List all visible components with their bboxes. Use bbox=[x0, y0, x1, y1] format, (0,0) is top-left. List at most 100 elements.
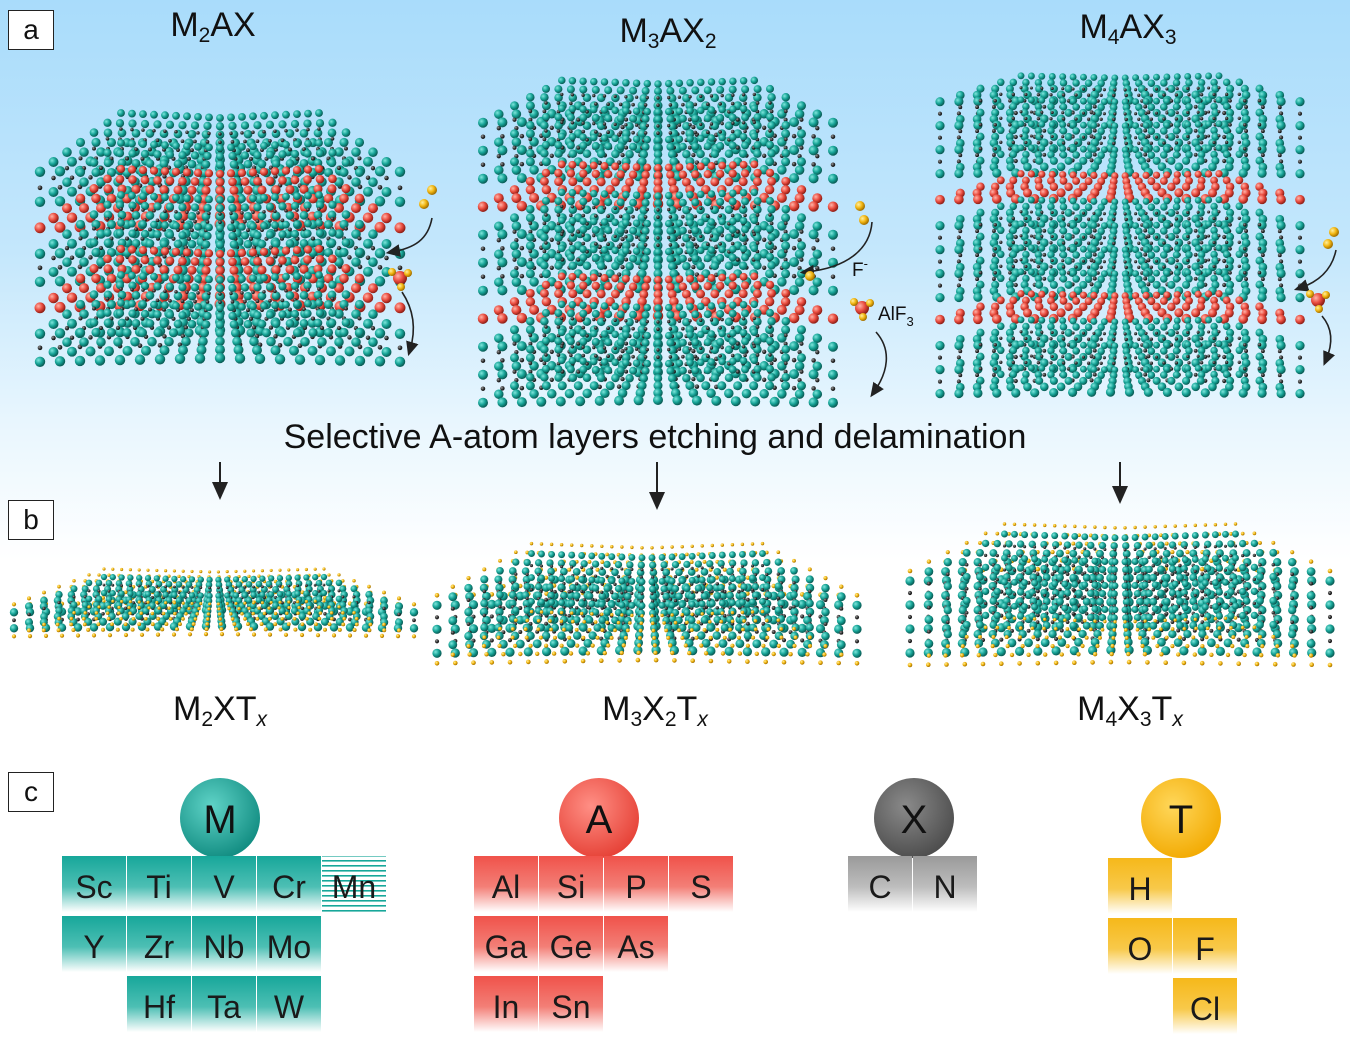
formula-m4x3tx: M4X3Tx bbox=[1077, 690, 1183, 731]
element-tile-sn: Sn bbox=[539, 976, 603, 1032]
structure-m2xtx bbox=[9, 567, 419, 639]
element-symbol: Mn bbox=[332, 869, 376, 905]
element-symbol: H bbox=[1128, 871, 1151, 907]
element-tile-mo: Mo bbox=[257, 916, 321, 972]
element-tile-bg bbox=[913, 856, 977, 912]
element-symbol: Al bbox=[492, 869, 520, 905]
element-symbol: Ge bbox=[550, 929, 593, 965]
element-tile-ge: Ge bbox=[539, 916, 603, 972]
element-group-x: XC N bbox=[848, 778, 977, 912]
element-tile-bg bbox=[192, 856, 256, 912]
element-tile-bg bbox=[539, 856, 603, 912]
fluoride-atom bbox=[427, 185, 437, 195]
alf3-label: AlF3 bbox=[878, 304, 914, 329]
group-symbol-label: X bbox=[901, 798, 928, 842]
f-arrow-2 bbox=[799, 221, 873, 278]
alf3-fluorine-atom bbox=[397, 283, 405, 291]
element-tile-sc: Sc bbox=[62, 856, 126, 912]
alf3-arrow-2 bbox=[870, 331, 888, 398]
alf3-fluorine-atom bbox=[866, 299, 874, 307]
structure-m4ax3 bbox=[935, 72, 1305, 399]
group-symbol-label: A bbox=[586, 798, 613, 842]
fluoride-atom bbox=[1323, 239, 1333, 249]
element-tile-bg bbox=[604, 916, 668, 972]
formula-m2xtx: M2XTx bbox=[173, 690, 267, 731]
fluoride-atom bbox=[419, 199, 429, 209]
fluoride-atom bbox=[805, 271, 815, 281]
element-symbol: Ga bbox=[485, 929, 528, 965]
element-tile-hf: Hf bbox=[127, 976, 191, 1032]
formula-m3x2tx: M3X2Tx bbox=[602, 690, 708, 731]
element-symbol: Si bbox=[557, 869, 585, 905]
element-tile-w: W bbox=[257, 976, 321, 1032]
element-tile-bg bbox=[127, 976, 191, 1032]
alf3-arrow-1 bbox=[401, 291, 419, 357]
element-symbol: Cl bbox=[1190, 991, 1220, 1027]
element-tile-bg bbox=[62, 916, 126, 972]
element-tile-bg bbox=[192, 916, 256, 972]
element-tile-f: F bbox=[1173, 918, 1237, 974]
element-tile-bg bbox=[604, 856, 668, 912]
alf3-fluorine-atom bbox=[1315, 305, 1323, 313]
element-tile-bg bbox=[669, 856, 733, 912]
structure-m4x3tx bbox=[905, 522, 1335, 668]
element-symbol: V bbox=[213, 869, 235, 905]
panel-label-a: a bbox=[8, 10, 54, 50]
element-tile-bg bbox=[539, 916, 603, 972]
alf3-aluminum-atom bbox=[393, 271, 407, 285]
element-tile-bg bbox=[474, 856, 538, 912]
element-tile-bg bbox=[539, 976, 603, 1032]
fluoride-atom bbox=[855, 201, 865, 211]
element-tile-o: O bbox=[1108, 918, 1172, 974]
group-symbol-label: M bbox=[203, 798, 236, 842]
reagent-molecules bbox=[388, 185, 1339, 321]
element-symbol: Y bbox=[83, 929, 104, 965]
fluoride-atom bbox=[1329, 227, 1339, 237]
element-tile-ta: Ta bbox=[192, 976, 256, 1032]
element-tile-al: Al bbox=[474, 856, 538, 912]
alf3-fluorine-atom bbox=[388, 268, 396, 276]
element-symbol: Sn bbox=[551, 989, 590, 1025]
element-symbol: S bbox=[690, 869, 711, 905]
formula-m3ax2: M3AX2 bbox=[619, 12, 717, 53]
structure-m2ax bbox=[34, 109, 406, 367]
structure-m3x2tx bbox=[432, 541, 862, 666]
group-symbol-circle bbox=[1141, 778, 1221, 858]
element-symbol: Ta bbox=[207, 989, 241, 1025]
element-symbol: O bbox=[1128, 931, 1153, 967]
f-arrow-1 bbox=[385, 217, 433, 257]
element-tile-bg bbox=[257, 856, 321, 912]
element-tile-h: H bbox=[1108, 858, 1172, 914]
reagent-arrows bbox=[385, 217, 1337, 398]
element-symbol: N bbox=[933, 869, 956, 905]
element-tile-as: As bbox=[604, 916, 668, 972]
element-symbol: C bbox=[868, 869, 891, 905]
element-tile-bg bbox=[257, 916, 321, 972]
alf3-aluminum-atom bbox=[855, 301, 869, 315]
element-symbol: Cr bbox=[272, 869, 306, 905]
group-symbol-circle bbox=[874, 778, 954, 858]
element-symbol: W bbox=[274, 989, 305, 1025]
process-arrows bbox=[212, 462, 1128, 510]
element-symbol: In bbox=[493, 989, 520, 1025]
element-tile-cl: Cl bbox=[1173, 978, 1237, 1034]
element-tile-nb: Nb bbox=[192, 916, 256, 972]
element-symbol: Zr bbox=[144, 929, 175, 965]
alf3-fluorine-atom bbox=[404, 269, 412, 277]
element-symbol: Mo bbox=[267, 929, 311, 965]
element-symbol: Hf bbox=[143, 989, 175, 1025]
element-symbol: As bbox=[617, 929, 654, 965]
formula-m2ax: M2AX bbox=[170, 6, 256, 47]
element-tile-bg bbox=[127, 916, 191, 972]
element-tile-bg bbox=[848, 856, 912, 912]
fluoride-label: F- bbox=[852, 256, 868, 281]
panel-label-c: c bbox=[8, 772, 54, 812]
element-symbol: P bbox=[625, 869, 646, 905]
element-tile-bg bbox=[192, 976, 256, 1032]
element-tile-bg bbox=[257, 976, 321, 1032]
element-tile-bg bbox=[1173, 918, 1237, 974]
